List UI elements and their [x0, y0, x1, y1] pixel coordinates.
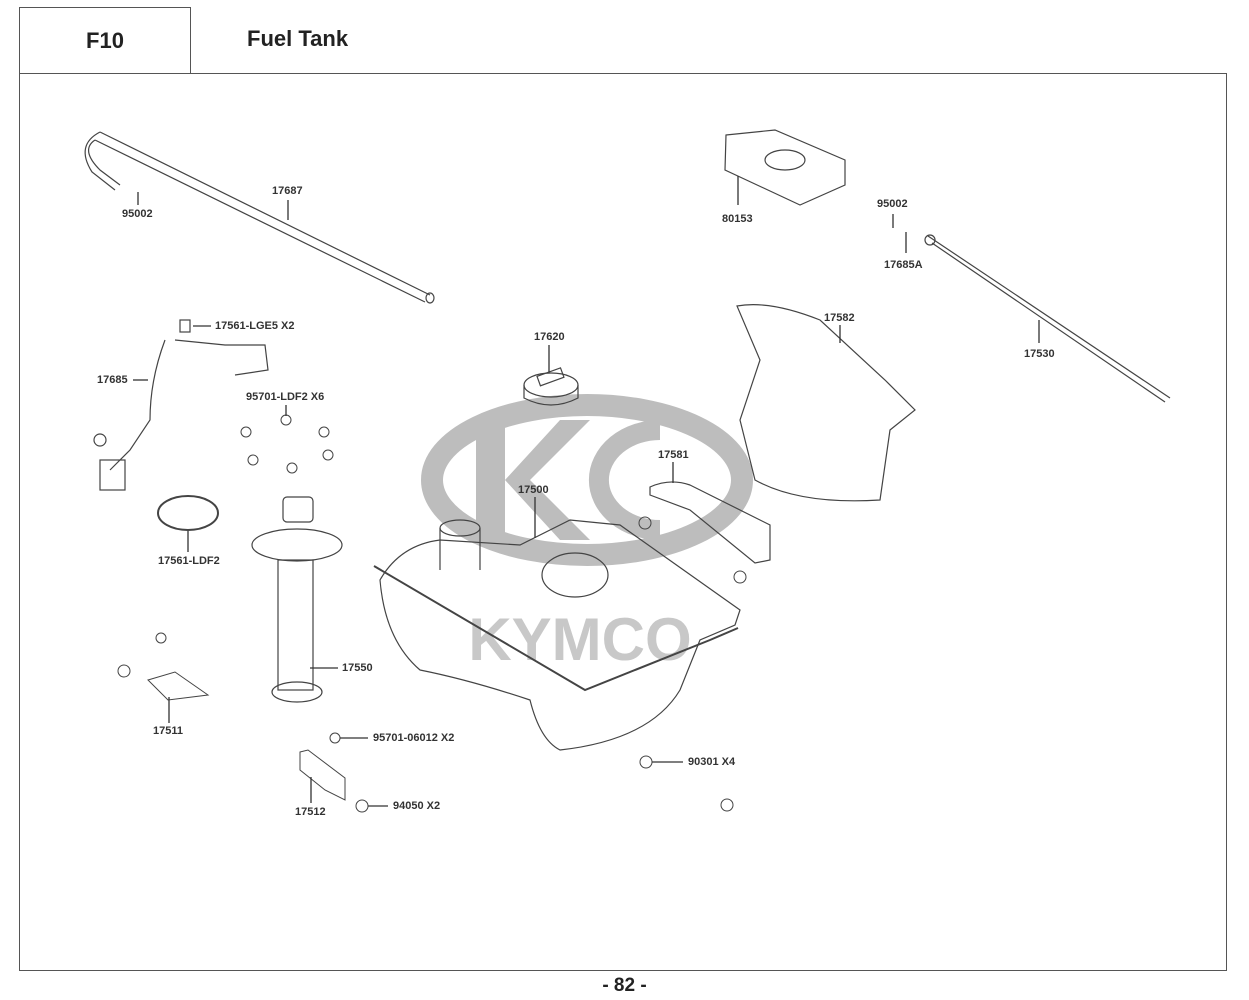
part-17561-ldf2-oring	[157, 495, 219, 531]
part-17582-tank-cover	[736, 304, 916, 502]
kymco-watermark-text: KYMCO	[468, 606, 691, 673]
label-95701-ldf2: 95701-LDF2 X6	[246, 391, 325, 403]
part-17500-fuel-tank	[373, 519, 741, 751]
page-title: Fuel Tank	[247, 26, 349, 51]
label-80153: 80153	[722, 213, 753, 225]
kymco-watermark	[421, 394, 753, 566]
label-17685: 17685	[97, 374, 128, 386]
bolts-95701-ldf2	[240, 414, 334, 474]
label-17582: 17582	[824, 312, 855, 324]
label-17500: 17500	[518, 484, 549, 496]
part-80153-cover	[724, 129, 846, 206]
leader-lines	[133, 176, 1040, 807]
label-17550: 17550	[342, 662, 373, 674]
label-95002-left: 95002	[122, 208, 153, 220]
part-17511-bracket	[147, 671, 210, 701]
part-17620-fuel-cap	[523, 367, 579, 406]
label-17581: 17581	[658, 449, 689, 461]
part-17687-hose	[84, 131, 435, 304]
section-code: F10	[19, 7, 191, 73]
part-17530-hose	[924, 234, 1171, 403]
label-94050: 94050 X2	[393, 800, 441, 812]
label-17687: 17687	[272, 185, 303, 197]
page-number: - 82 -	[602, 975, 647, 996]
label-17530: 17530	[1024, 348, 1055, 360]
label-17620: 17620	[534, 331, 565, 343]
label-17511: 17511	[153, 725, 183, 737]
part-17581-strip	[649, 481, 771, 564]
diagram-frame	[19, 73, 1227, 971]
label-17561-lge5: 17561-LGE5 X2	[215, 320, 295, 332]
section-code-text: F10	[86, 27, 124, 53]
label-95002-right: 95002	[877, 198, 908, 210]
part-17550-fuel-pump	[251, 496, 343, 703]
label-90301: 90301 X4	[688, 756, 736, 768]
label-95701-06012: 95701-06012 X2	[373, 732, 455, 744]
label-17512: 17512	[295, 806, 326, 818]
part-17685-fuel-hose	[93, 319, 269, 491]
part-17512-bracket	[299, 749, 346, 801]
label-17561-ldf2: 17561-LDF2	[158, 555, 220, 567]
label-17685a: 17685A	[884, 259, 923, 271]
